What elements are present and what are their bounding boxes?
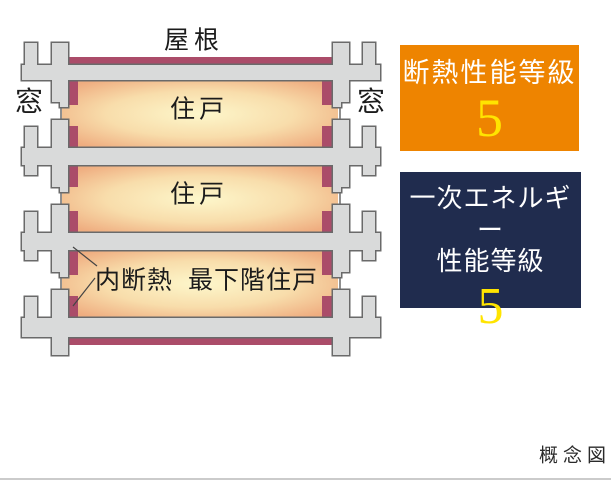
wall-insulation-patch — [68, 165, 78, 187]
room-middle-floor — [62, 165, 338, 233]
parapet-stub-right — [363, 43, 375, 80]
window-head-step — [333, 187, 341, 192]
insulation-layers — [68, 57, 333, 345]
caption: 概念図 — [538, 445, 611, 467]
window-head-step — [333, 102, 341, 107]
parapet-stub-right — [363, 127, 375, 175]
insulation-label: 内断熱 — [94, 267, 174, 295]
insulation-pointer-lines — [72, 246, 98, 307]
window-glass-lines — [60, 102, 341, 290]
window-glass — [60, 187, 62, 205]
parapet-stub-right — [363, 297, 375, 337]
window-glass — [60, 272, 62, 290]
insulation-grade-value: 5 — [476, 88, 503, 149]
wall-segment-right — [333, 205, 349, 272]
unit-label-middle: 住戸 — [169, 181, 229, 209]
energy-grade-value: 5 — [477, 278, 504, 336]
window-head-step — [60, 102, 68, 107]
wall-insulation-patch — [322, 126, 332, 148]
window-label-left: 窓 — [14, 87, 44, 118]
roof-label: 屋根 — [163, 27, 225, 55]
insulation-pointer-line — [72, 246, 98, 267]
parapet-stub-left — [25, 127, 37, 175]
wall-insulation-patch — [68, 250, 78, 275]
floor-slab — [22, 233, 380, 250]
room-interiors — [62, 80, 338, 318]
energy-grade-title-line1: 一次エネルギー — [409, 184, 572, 245]
wall-insulation-patch — [68, 80, 78, 105]
bottom-slab — [22, 318, 380, 337]
wall-segment-right — [333, 120, 349, 187]
insulation-grade-title: 断熱性能等級 — [402, 58, 577, 88]
concrete-structure — [22, 43, 380, 355]
parapet-stub-right — [363, 212, 375, 260]
wall-insulation-patch — [68, 211, 78, 233]
roof-slab — [22, 65, 380, 80]
floor-slab — [22, 148, 380, 165]
window-glass — [339, 187, 341, 205]
insulation-pointer-line — [72, 277, 96, 307]
parapet-stub-left — [25, 43, 37, 80]
wall-segment-left — [52, 43, 68, 102]
room-top-floor — [62, 80, 338, 148]
parapet-stub-left — [25, 297, 37, 337]
wall-insulation-patch — [322, 296, 332, 318]
window-head-step — [333, 272, 341, 277]
room-lowest-floor — [62, 250, 338, 318]
wall-insulation-patch — [68, 296, 78, 318]
unit-label-top: 住戸 — [169, 96, 229, 124]
window-glass — [339, 272, 341, 290]
parapet-stub-left — [25, 212, 37, 260]
energy-grade-title-line2: 性能等級 — [436, 247, 545, 277]
bottom-divider — [0, 478, 611, 480]
wall-insulation-patch — [68, 126, 78, 148]
roof-insulation-strip — [68, 57, 333, 65]
window-label-right: 窓 — [356, 87, 386, 118]
bottom-insulation-strip — [68, 337, 333, 345]
insulation-grade-badge: 断熱性能等級 5 — [400, 45, 579, 151]
wall-segment-left — [52, 205, 68, 272]
wall-segment-left — [52, 120, 68, 187]
wall-segment-left — [52, 290, 68, 355]
wall-insulation-patch — [322, 250, 332, 275]
window-glass — [60, 102, 62, 120]
wall-segment-right — [333, 43, 349, 102]
wall-insulation-patch — [322, 165, 332, 187]
window-glass — [339, 102, 341, 120]
energy-grade-badge: 一次エネルギー 性能等級 5 — [400, 172, 581, 333]
wall-segment-right — [333, 290, 349, 355]
window-head-step — [60, 272, 68, 277]
wall-insulation-patch — [322, 211, 332, 233]
wall-insulation-patch — [322, 80, 332, 105]
window-head-step — [60, 187, 68, 192]
energy-grade-title: 一次エネルギー 性能等級 — [400, 183, 581, 278]
bottom-unit-label: 最下階住戸 — [187, 267, 319, 295]
